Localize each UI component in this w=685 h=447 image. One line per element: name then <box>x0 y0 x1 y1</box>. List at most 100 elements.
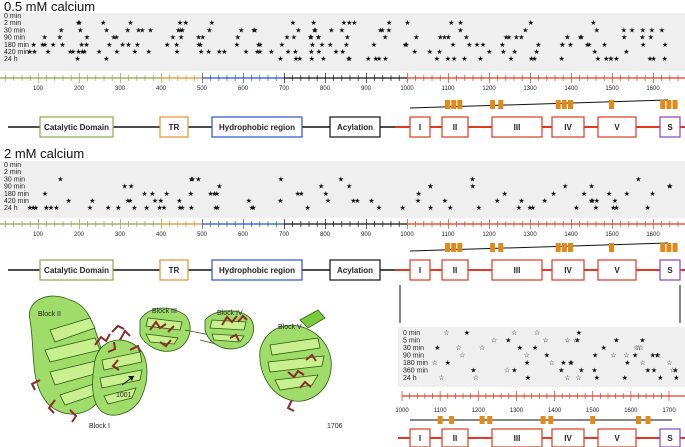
block-v-loop <box>299 309 326 329</box>
axis-tick-label: 1100 <box>442 232 456 238</box>
label-block-iv: Block IV <box>217 310 243 317</box>
s-box <box>659 259 681 281</box>
tr-box <box>159 259 189 281</box>
activity-star: ★ <box>147 26 153 34</box>
calcium-site <box>445 243 450 252</box>
inset-activity-star: ★ <box>517 344 523 352</box>
timepoint-label: 2 min <box>4 20 21 27</box>
activity-star: ★ <box>528 19 534 27</box>
axis-tick-label: 1600 <box>646 86 660 92</box>
activity-star: ★ <box>376 204 382 212</box>
activity-star: ★ <box>307 34 313 42</box>
activity-star: ★ <box>649 26 655 34</box>
axis-tick-label: 300 <box>115 86 126 92</box>
rtx-block-label: II <box>453 266 457 275</box>
inset-activity-star: ★ <box>654 352 660 360</box>
activity-star: ★ <box>139 26 145 34</box>
activity-star: ★ <box>316 48 322 56</box>
activity-star: ★ <box>635 175 641 183</box>
axis-tick-label: 1400 <box>564 86 578 92</box>
calcium-site <box>490 100 496 109</box>
axis-tick-label: 1200 <box>482 86 496 92</box>
inset-block-box <box>441 428 469 447</box>
inset-timepoint-label: 30 min <box>403 345 424 352</box>
inset-block-box <box>491 428 543 447</box>
inset-activity-star: ★ <box>601 344 607 352</box>
activity-star: ★ <box>590 19 596 27</box>
activity-star: ★ <box>53 204 59 212</box>
inset-activity-star: ☆ <box>524 352 530 360</box>
activity-star: ★ <box>500 48 506 56</box>
activity-star: ★ <box>57 175 63 183</box>
inset-activity-star: ★ <box>613 337 619 345</box>
inset-block-label: I <box>419 434 421 443</box>
inset-activity-star: ☆ <box>511 329 517 337</box>
activity-star: ★ <box>550 190 556 198</box>
tr-label: TR <box>169 266 180 275</box>
label-block-i: Block I <box>89 423 110 430</box>
calcium-site <box>555 243 561 252</box>
inset-tick-label: 1000 <box>395 408 409 414</box>
inset-activity-star: ☆ <box>564 374 570 382</box>
activity-star: ★ <box>106 41 112 49</box>
activity-star: ★ <box>176 197 182 205</box>
rtx-block-label: I <box>419 266 421 275</box>
activity-star: ★ <box>522 26 528 34</box>
activity-star: ★ <box>667 183 673 191</box>
activity-star: ★ <box>416 190 422 198</box>
inset-activity-star: ☆ <box>549 359 555 367</box>
calcium-site <box>457 243 463 252</box>
activity-star: ★ <box>376 55 382 63</box>
block-v-strands <box>267 337 325 391</box>
activity-star: ★ <box>593 204 599 212</box>
activity-star: ★ <box>613 204 619 212</box>
activity-star: ★ <box>629 26 635 34</box>
activity-star: ★ <box>42 190 48 198</box>
activity-star: ★ <box>346 55 352 63</box>
activity-star: ★ <box>76 19 82 27</box>
activity-star: ★ <box>382 55 388 63</box>
calcium-site <box>660 100 666 109</box>
activity-star: ★ <box>122 183 128 191</box>
inset-activity-star: ☆ <box>543 337 549 345</box>
hydrophobic-region-label: Hydrophobic region <box>219 123 295 132</box>
label-res-1001: 1001 <box>116 392 132 399</box>
inset-activity-star: ★ <box>505 337 511 345</box>
inset-activity-star: ★ <box>568 359 574 367</box>
activity-star: ★ <box>251 26 257 34</box>
activity-star: ★ <box>559 41 565 49</box>
inset-activity-star: ☆ <box>443 329 449 337</box>
axis-tick-label: 200 <box>74 232 85 238</box>
s-label: S <box>667 266 673 275</box>
activity-star: ★ <box>257 48 263 56</box>
activity-star: ★ <box>578 34 584 42</box>
activity-star: ★ <box>412 48 418 56</box>
inset-activity-star: ★ <box>624 359 630 367</box>
inset-tick-label: 1400 <box>548 408 562 414</box>
axis-tick-label: 1000 <box>400 86 414 92</box>
activity-star: ★ <box>474 41 480 49</box>
activity-star: ★ <box>252 26 258 34</box>
calcium-site <box>666 243 672 252</box>
activity-star: ★ <box>457 19 463 27</box>
activity-star: ★ <box>344 34 350 42</box>
rtx-block-box <box>491 116 543 138</box>
activity-star: ★ <box>268 48 274 56</box>
activity-star: ★ <box>309 55 315 63</box>
activity-star: ★ <box>308 34 314 42</box>
activity-star: ★ <box>343 41 349 49</box>
activity-star: ★ <box>470 183 476 191</box>
rtx-block-label: III <box>514 123 521 132</box>
inset-activity-star: ☆ <box>655 352 661 360</box>
calcium-site <box>445 100 450 109</box>
inset-timepoint-label: 0 min <box>403 330 420 337</box>
activity-star: ★ <box>31 41 37 49</box>
inset-activity-star: ★ <box>622 374 628 382</box>
activity-star: ★ <box>295 26 301 34</box>
activity-star: ★ <box>445 55 451 63</box>
inset-tick-label: 1600 <box>624 408 638 414</box>
inset-activity-star: ★ <box>574 337 580 345</box>
activity-star: ★ <box>42 34 48 42</box>
activity-star: ★ <box>59 41 65 49</box>
calcium-site <box>457 100 463 109</box>
